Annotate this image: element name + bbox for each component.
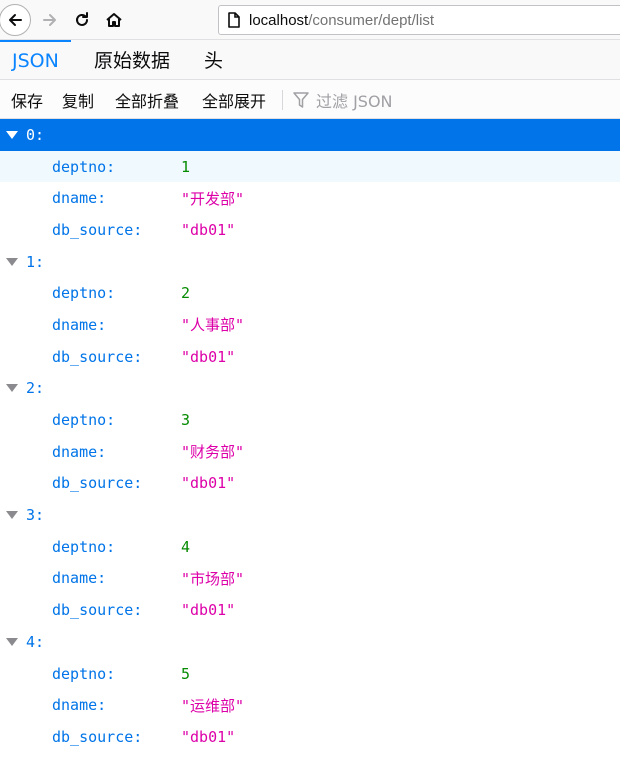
page-icon [219, 6, 249, 34]
field-key: db_source: [52, 727, 143, 746]
record-index: 1: [26, 252, 45, 271]
tree-row-field[interactable]: dname: "人事部" [0, 309, 620, 341]
viewer-tabs: JSON 原始数据 头 [0, 40, 620, 80]
field-key: deptno: [52, 411, 116, 430]
field-value: 4 [181, 537, 191, 556]
field-key: db_source: [52, 220, 143, 239]
field-value: 2 [181, 284, 191, 303]
expand-triangle-icon[interactable] [6, 130, 18, 139]
tree-row-field[interactable]: deptno: 2 [0, 277, 620, 309]
field-value: "财务部" [181, 443, 245, 462]
field-value: 1 [181, 157, 191, 176]
tree-row-record-4[interactable]: 4: [0, 626, 620, 658]
url-path: /consumer/dept/list [308, 11, 435, 29]
json-toolbar: 保存 复制 全部折叠 全部展开 过滤 JSON [0, 80, 620, 119]
expand-triangle-icon[interactable] [6, 384, 18, 393]
field-key: db_source: [52, 601, 143, 620]
record-index: 3: [26, 506, 45, 525]
field-value: "运维部" [181, 696, 245, 715]
expand-all-button[interactable]: 全部展开 [202, 91, 267, 111]
toolbar-divider [282, 90, 283, 110]
tree-row-field[interactable]: deptno: 3 [0, 404, 620, 436]
field-value: "db01" [181, 220, 236, 239]
record-index: 2: [26, 379, 45, 398]
forward-arrow-icon [43, 14, 56, 26]
tree-row-field[interactable]: dname: "开发部" [0, 182, 620, 214]
url-bar[interactable]: localhost/consumer/dept/list [218, 5, 620, 35]
field-key: dname: [52, 696, 107, 715]
forward-button[interactable] [34, 4, 66, 36]
field-key: deptno: [52, 664, 116, 683]
field-value: "市场部" [181, 569, 245, 588]
back-arrow-icon [9, 14, 22, 26]
field-key: dname: [52, 569, 107, 588]
reload-icon [76, 12, 88, 26]
home-icon [106, 13, 122, 27]
tab-headers[interactable]: 头 [204, 50, 224, 72]
url-text: localhost/consumer/dept/list [249, 12, 434, 29]
filter-placeholder: 过滤 JSON [316, 91, 393, 111]
tree-row-field[interactable]: db_source: "db01" [0, 341, 620, 373]
tab-json[interactable]: JSON [0, 40, 71, 79]
copy-button[interactable]: 复制 [62, 91, 95, 111]
field-key: deptno: [52, 157, 116, 176]
field-key: db_source: [52, 474, 143, 493]
tree-row-record-2[interactable]: 2: [0, 373, 620, 405]
tree-row-field[interactable]: dname: "运维部" [0, 689, 620, 721]
filter-json-input[interactable]: 过滤 JSON [290, 80, 393, 119]
field-key: dname: [52, 315, 107, 334]
field-value: 3 [181, 411, 191, 430]
browser-navbar: localhost/consumer/dept/list [0, 0, 620, 40]
home-button[interactable] [98, 4, 130, 36]
collapse-all-button[interactable]: 全部折叠 [115, 91, 180, 111]
tree-row-field[interactable]: dname: "财务部" [0, 436, 620, 468]
expand-triangle-icon[interactable] [6, 511, 18, 520]
tree-row-field[interactable]: deptno: 5 [0, 658, 620, 690]
field-key: deptno: [52, 284, 116, 303]
tree-row-record-3[interactable]: 3: [0, 499, 620, 531]
field-key: dname: [52, 189, 107, 208]
field-value: "人事部" [181, 316, 245, 335]
field-value: "db01" [181, 727, 236, 746]
save-button[interactable]: 保存 [11, 91, 44, 111]
tab-raw-data[interactable]: 原始数据 [94, 50, 171, 72]
tree-row-field[interactable]: db_source: "db01" [0, 721, 620, 753]
expand-triangle-icon[interactable] [6, 637, 18, 646]
field-key: deptno: [52, 537, 116, 556]
field-key: dname: [52, 442, 107, 461]
filter-funnel-icon [290, 89, 312, 111]
record-index: 0: [26, 125, 45, 144]
expand-triangle-icon[interactable] [6, 257, 18, 266]
url-host: localhost [249, 11, 309, 29]
field-value: "db01" [181, 474, 236, 493]
field-value: "db01" [181, 601, 236, 620]
tree-row-field[interactable]: deptno: 4 [0, 531, 620, 563]
tree-row-field[interactable]: deptno: 1 [0, 150, 620, 183]
field-key: db_source: [52, 347, 143, 366]
back-button[interactable] [0, 4, 31, 36]
tree-row-field[interactable]: dname: "市场部" [0, 563, 620, 595]
field-value: 5 [181, 664, 191, 683]
json-tree: 0: deptno: 1 dname: "开发部" db_source: "db01"… [0, 119, 620, 753]
tree-row-field[interactable]: db_source: "db01" [0, 468, 620, 500]
field-value: "开发部" [181, 189, 245, 208]
record-index: 4: [26, 632, 45, 651]
tree-row-record-0[interactable]: 0: [0, 119, 620, 151]
reload-button[interactable] [66, 4, 98, 36]
field-value: "db01" [181, 347, 236, 366]
tree-row-record-1[interactable]: 1: [0, 246, 620, 278]
tree-row-field[interactable]: db_source: "db01" [0, 214, 620, 246]
tree-row-field[interactable]: db_source: "db01" [0, 594, 620, 626]
